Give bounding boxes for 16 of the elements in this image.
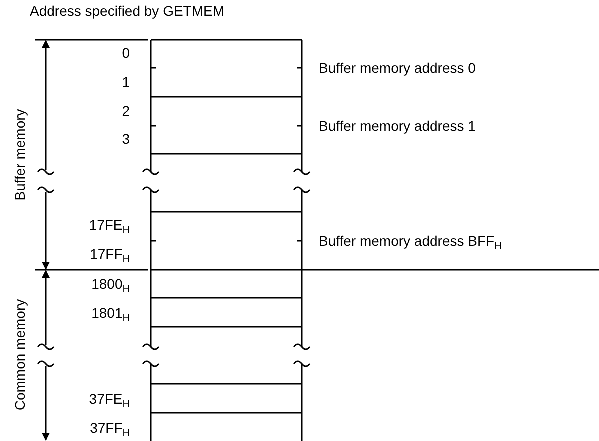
address-label: 1801$_{H}$ [92,306,130,320]
address-label: 17FE$_{H}$ [89,218,130,232]
region-label: Buffer memory [13,109,27,201]
address-label: 1800$_{H}$ [92,277,130,291]
heading: Address specified by GETMEM [30,4,225,18]
description-label: Buffer memory address BFF$_{H}$ [319,234,502,248]
address-label: 37FE$_{H}$ [89,392,130,406]
address-label: 0 [122,46,130,60]
address-label: 17FF$_{H}$ [90,247,130,261]
description-label: Buffer memory address 0 [319,61,476,75]
address-label: 1 [122,75,130,89]
address-label: 2 [122,104,130,118]
region-label: Common memory [13,299,27,411]
description-label: Buffer memory address 1 [319,119,476,133]
address-label: 37FF$_{H}$ [90,421,130,435]
address-label: 3 [122,132,130,146]
